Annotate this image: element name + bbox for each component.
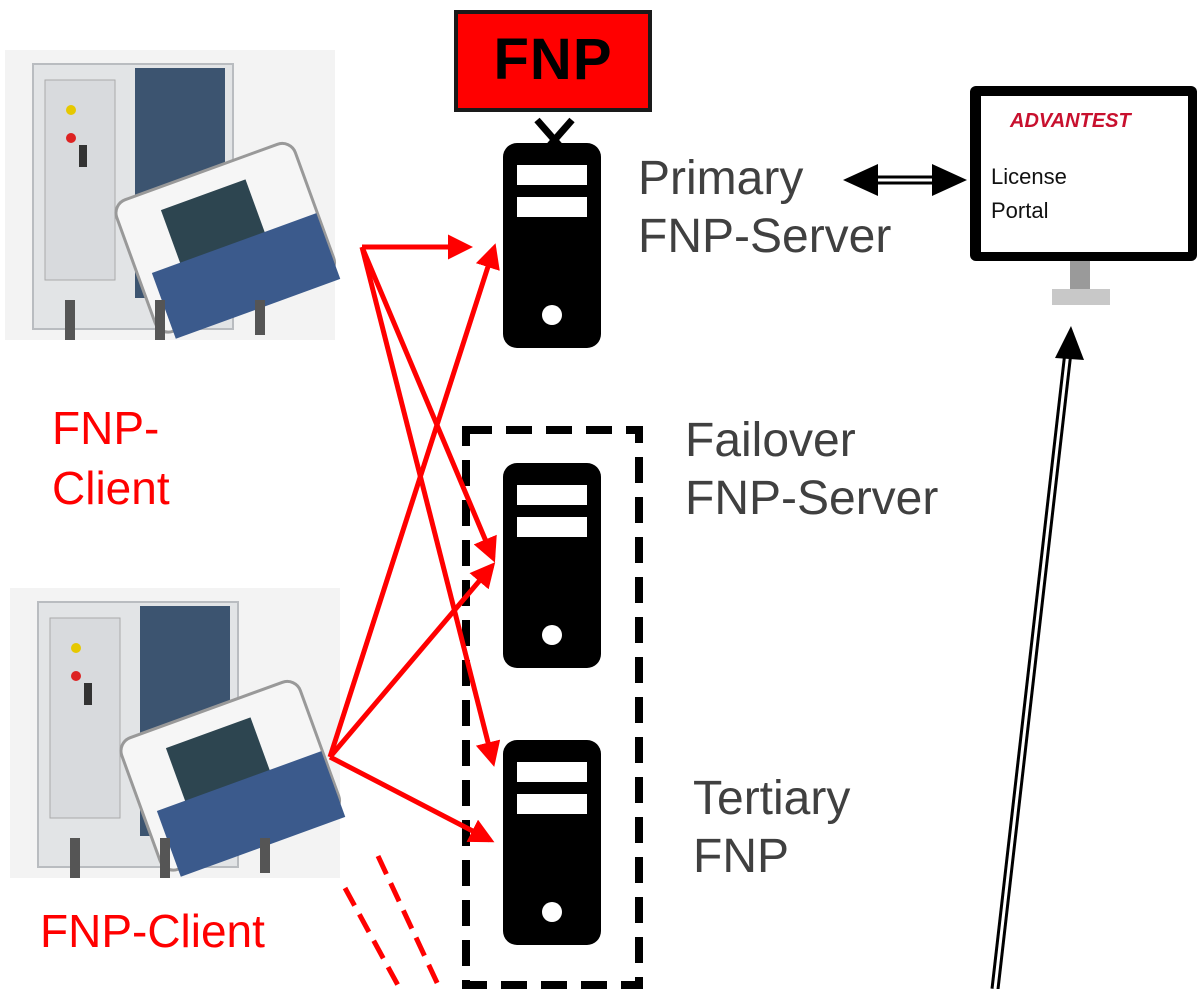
tertiary-server-label-line1: Tertiary — [693, 772, 851, 825]
client-bottom-label: FNP-Client — [40, 905, 265, 957]
license-portal-line1: License — [991, 164, 1067, 189]
tertiary-server-label: Tertiary FNP — [693, 770, 850, 886]
tester-machine-icon-top — [3, 48, 342, 342]
client-top-arrows — [359, 234, 501, 767]
failover-server-label: Failover FNP-Server — [685, 412, 938, 528]
client-top-label: FNP- Client — [52, 398, 170, 518]
failover-server-label-line1: Failover — [685, 414, 856, 467]
primary-server-label-line1: Primary — [638, 152, 804, 205]
client-top-label-line2: Client — [52, 462, 170, 514]
server-tower-icon-failover — [503, 463, 601, 668]
client-bottom-arrows — [327, 243, 500, 843]
tertiary-server-label-line2: FNP — [693, 830, 789, 883]
fnp-disconnect-x — [534, 117, 575, 163]
server-tower-icon-primary — [503, 143, 601, 348]
client-bottom-dashed-lines — [342, 854, 443, 989]
tester-machine-icon-bottom — [8, 586, 347, 880]
failover-server-label-line2: FNP-Server — [685, 472, 939, 525]
primary-portal-link — [843, 164, 967, 196]
advantest-logo: ADVANTEST — [1010, 110, 1131, 132]
fnp-tag: FNP — [454, 10, 652, 112]
primary-server-label-line2: FNP-Server — [638, 210, 892, 263]
client-top-label-line1: FNP- — [52, 402, 160, 454]
primary-server-label: Primary FNP-Server — [638, 150, 891, 266]
portal-uplink — [990, 326, 1084, 989]
license-portal-line2: Portal — [991, 198, 1049, 223]
failover-group-box — [462, 426, 643, 989]
server-tower-icon-tertiary — [503, 740, 601, 945]
monitor-icon — [970, 86, 1197, 305]
license-portal-label: License Portal — [991, 160, 1067, 228]
